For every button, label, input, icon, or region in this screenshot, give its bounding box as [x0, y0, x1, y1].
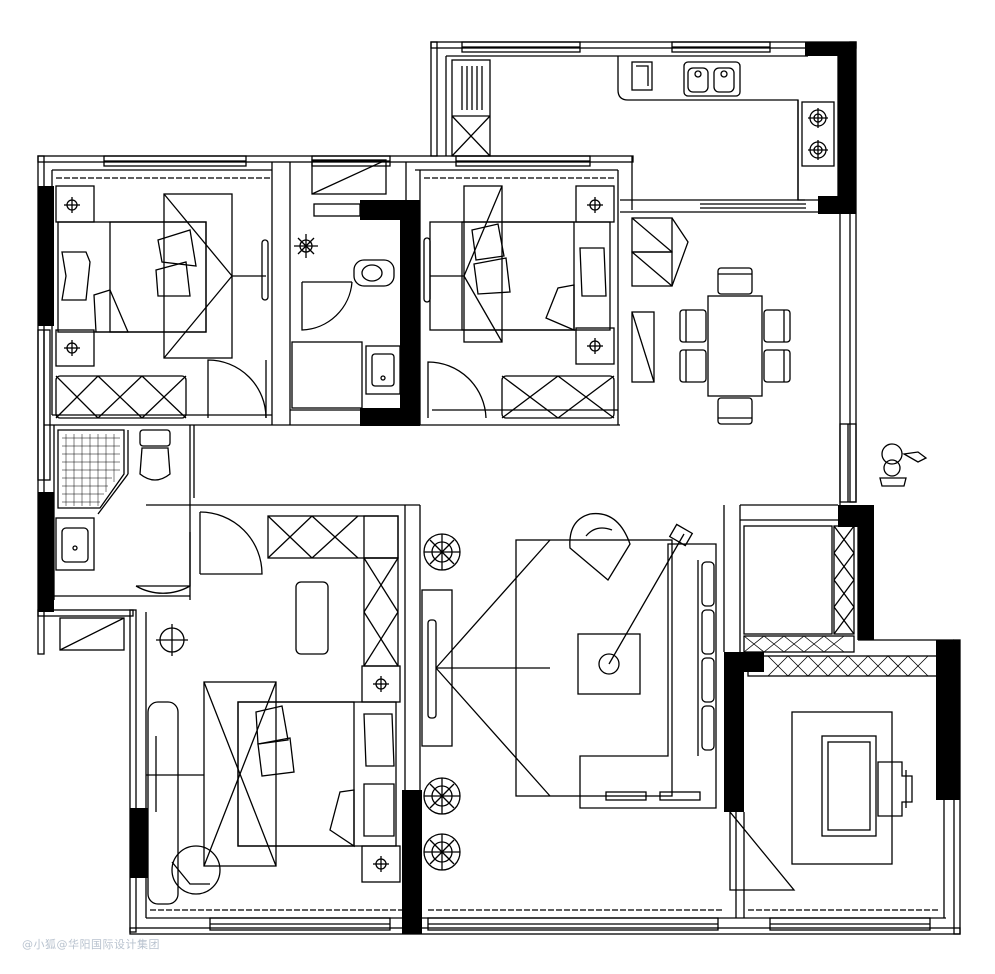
fridge [451, 59, 491, 157]
rug [791, 711, 893, 865]
nightstand-lamp-icons [55, 185, 95, 367]
watermark: @小狐@华阳国际设计集团 [22, 938, 160, 951]
wall [430, 41, 438, 157]
wardrobe [267, 515, 399, 559]
nightstand-lamp-icons [361, 665, 401, 883]
bookshelf [833, 525, 855, 635]
dining-area [631, 217, 791, 425]
stove-icon [801, 101, 835, 167]
coffee-table [577, 633, 641, 695]
bed [57, 221, 207, 333]
bathroom-west [55, 429, 191, 651]
shower-tray [57, 429, 125, 509]
wall [129, 927, 961, 935]
washbasin-icon [55, 517, 95, 571]
toilet-icon [139, 429, 171, 447]
dining-chairs [679, 267, 791, 425]
nightstand-lamp-icons [575, 185, 615, 365]
entrance-person-icon [879, 443, 928, 487]
bookshelf [743, 635, 855, 653]
curtain-tracks [56, 177, 940, 911]
sofa [579, 543, 717, 809]
squat-toilet-icon [353, 259, 395, 287]
structural-columns [38, 42, 960, 934]
door-swing [427, 361, 487, 419]
bathroom-north [291, 159, 401, 409]
bedroom-north-west [55, 185, 269, 419]
door-swing [135, 532, 191, 594]
fridge-vents [461, 66, 483, 110]
washbasin-icon [365, 345, 401, 395]
armchair-icon [171, 845, 221, 895]
chair [877, 761, 913, 817]
bedroom-north-middle [423, 185, 615, 419]
door-swing [729, 810, 796, 891]
sink-icon [683, 61, 741, 97]
wall [37, 609, 134, 617]
armchair-icon [569, 512, 631, 581]
pillow-icons [471, 223, 607, 297]
plant-icons [423, 533, 461, 871]
dresser [147, 701, 179, 905]
wardrobe [501, 375, 615, 419]
door-swing [199, 511, 263, 575]
dining-table [707, 295, 763, 397]
door-swing [207, 359, 267, 419]
pillow-icons [61, 229, 197, 301]
windows [37, 41, 959, 931]
wall [129, 609, 137, 933]
kitchen [451, 56, 839, 209]
study [743, 525, 939, 865]
pillow-icons [255, 705, 395, 837]
counter [617, 56, 839, 201]
master-bedroom [146, 511, 401, 905]
interior-walls [44, 100, 840, 918]
wardrobe [55, 375, 187, 419]
living-room [421, 512, 796, 891]
desk [821, 735, 877, 837]
